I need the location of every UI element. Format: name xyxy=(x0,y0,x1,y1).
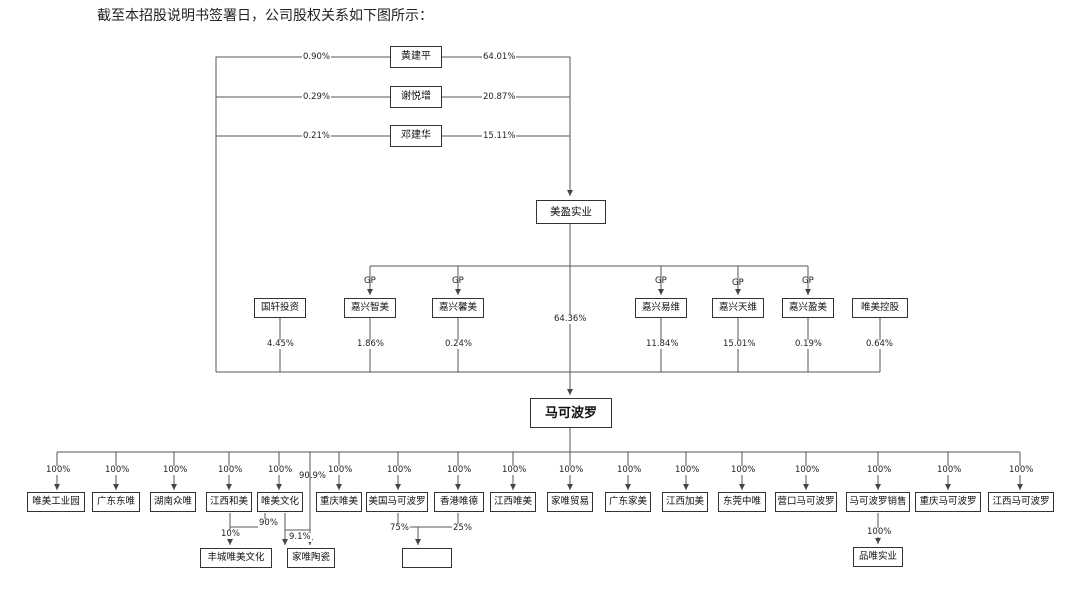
pct-subsidiary-100: 100% xyxy=(1008,465,1035,475)
pct-xie-right: 20.87% xyxy=(482,92,517,102)
sub-meiguomakeboluo: 美国马可波罗 xyxy=(366,492,428,512)
pct-subsidiary-100: 100% xyxy=(866,465,893,475)
pct-subsidiary-100: 100% xyxy=(446,465,473,475)
gp-label-jiazhimei: GP xyxy=(364,276,376,286)
shareholder-xie-yuezeng: 谢悦增 xyxy=(390,86,442,108)
third-jiaweitaoci: 家唯陶瓷 xyxy=(287,548,335,568)
third-pinweishiye: 品唯实业 xyxy=(853,547,903,567)
sub-chongqingmakeboluo: 重庆马可波罗 xyxy=(915,492,981,512)
sub-xianggangjiawei: 香港唯德 xyxy=(434,492,484,512)
shareholder-jiayingmei: 嘉兴盈美 xyxy=(782,298,834,318)
main-company-box: 马可波罗 xyxy=(530,398,612,428)
third-meiguowude xyxy=(402,548,452,568)
pct-jiangxihemei-feng: 10% xyxy=(220,529,241,539)
sub-guangdongdongwei: 广东东唯 xyxy=(92,492,140,512)
pct-jiaweitaoci-main: 90.9% xyxy=(299,471,327,481)
shareholder-jiayiwei: 嘉兴易维 xyxy=(635,298,687,318)
shareholder-weimeikonggu: 唯美控股 xyxy=(852,298,908,318)
sub-hunanzhongwei: 湖南众唯 xyxy=(150,492,196,512)
pct-subsidiary-100: 100% xyxy=(616,465,643,475)
shareholder-huang-jianping: 黄建平 xyxy=(390,46,442,68)
pct-subsidiary-100: 100% xyxy=(327,465,354,475)
pct-huang-right: 64.01% xyxy=(482,52,517,62)
shareholder-jiazhimei: 嘉兴智美 xyxy=(344,298,396,318)
pct-subsidiary-100: 100% xyxy=(730,465,757,475)
pct-subsidiary-100: 100% xyxy=(936,465,963,475)
sub-makeboluoxiaoshou: 马可波罗销售 xyxy=(846,492,910,512)
gp-label-jiaqingmei: GP xyxy=(452,276,464,286)
pct-huang-left: 0.90% xyxy=(302,52,332,62)
gp-label-jiayiwei: GP xyxy=(655,276,667,286)
pct-subsidiary-100: 100% xyxy=(45,465,72,475)
pct-subsidiary-100: 100% xyxy=(386,465,413,475)
pct-meiguo-wude: 75% xyxy=(389,523,410,533)
pct-weimeikonggu: 0.64% xyxy=(865,339,895,349)
sub-jiangximakeboluo: 江西马可波罗 xyxy=(988,492,1054,512)
intro-text: 截至本招股说明书签署日，公司股权关系如下图所示： xyxy=(97,8,433,24)
pct-subsidiary-100: 100% xyxy=(217,465,244,475)
pct-jiazhimei: 1.86% xyxy=(356,339,386,349)
shareholder-jiaqingmei: 嘉兴馨美 xyxy=(432,298,484,318)
gp-label-jiayingmei: GP xyxy=(802,276,814,286)
sub-jiangxijiamei: 江西加美 xyxy=(662,492,708,512)
pct-deng-right: 15.11% xyxy=(482,131,517,141)
pct-subsidiary-100: 100% xyxy=(558,465,585,475)
pct-weimeiwenhua-feng: 90% xyxy=(258,518,279,528)
pct-xie-left: 0.29% xyxy=(302,92,332,102)
pct-xiaoshou-pinwei: 100% xyxy=(866,527,893,537)
pct-jiayingmei: 0.19% xyxy=(794,339,824,349)
sub-weimeigongyeyuan: 唯美工业园 xyxy=(27,492,85,512)
sub-yingkoumakeboluo: 营口马可波罗 xyxy=(775,492,837,512)
pct-guoxuan: 4.45% xyxy=(266,339,296,349)
shareholder-guoxuan: 国轩投资 xyxy=(254,298,306,318)
gp-label-jiatianwei: GP xyxy=(732,278,744,288)
sub-chongqingweimei: 重庆唯美 xyxy=(316,492,362,512)
pct-subsidiary-100: 100% xyxy=(794,465,821,475)
sub-guangdongjiamei: 广东家美 xyxy=(605,492,651,512)
pct-subsidiary-100: 100% xyxy=(267,465,294,475)
pct-deng-left: 0.21% xyxy=(302,131,332,141)
pct-subsidiary-100: 100% xyxy=(674,465,701,475)
pct-jiayiwei: 11.84% xyxy=(645,339,680,349)
meiying-shiye-box: 美盈实业 xyxy=(536,200,606,224)
pct-subsidiary-100: 100% xyxy=(501,465,528,475)
sub-dongguanzhongwei: 东莞中唯 xyxy=(718,492,766,512)
sub-jiangxiweimei: 江西唯美 xyxy=(490,492,536,512)
pct-xianggang-wude: 25% xyxy=(452,523,473,533)
pct-jiatianwei: 15.01% xyxy=(722,339,757,349)
sub-jiangxihemei: 江西和美 xyxy=(206,492,252,512)
sub-jiaweimaoyi: 家唯贸易 xyxy=(547,492,593,512)
pct-subsidiary-100: 100% xyxy=(162,465,189,475)
pct-subsidiary-100: 100% xyxy=(104,465,131,475)
pct-weimeiwenhua-tao: 9.1% xyxy=(288,532,312,542)
shareholder-jiatianwei: 嘉兴天维 xyxy=(712,298,764,318)
pct-jiaqingmei: 0.24% xyxy=(444,339,474,349)
pct-meiying-main: 64.36% xyxy=(553,314,588,324)
shareholder-deng-jianhua: 邓建华 xyxy=(390,125,442,147)
sub-weimeiwenhua: 唯美文化 xyxy=(257,492,303,512)
third-fengchengweimeiwenhua: 丰城唯美文化 xyxy=(200,548,272,568)
